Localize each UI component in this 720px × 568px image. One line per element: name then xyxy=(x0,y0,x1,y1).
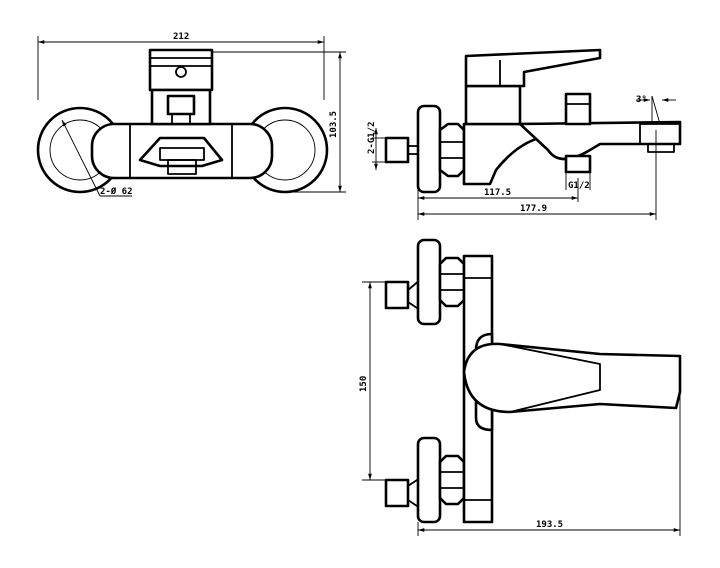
bottom-outlet xyxy=(564,154,592,174)
lever-housing xyxy=(148,48,214,92)
dim-spout-offset: 117.5 xyxy=(484,188,511,198)
side-flange xyxy=(416,104,442,194)
side-lever-post xyxy=(464,84,522,126)
lever-screw xyxy=(175,66,187,78)
inlet-connector xyxy=(384,136,410,164)
top-hex-nut-lower xyxy=(438,454,466,506)
top-inlet-lower xyxy=(384,478,410,508)
dim-centre-distance: 150 xyxy=(359,376,369,392)
top-view: 150 193.5 xyxy=(359,238,682,536)
top-inlet-upper xyxy=(384,280,410,310)
spout-outlet xyxy=(647,143,675,153)
diverter-knob-side xyxy=(564,92,592,126)
side-lever xyxy=(464,48,602,88)
side-view: 117.5 177.9 G1/2 2-G1/2 3° xyxy=(367,48,682,220)
dim-inlet-thread: 2-G1/2 xyxy=(367,121,377,154)
dim-overall-width: 212 xyxy=(173,32,189,42)
dim-tilt-angle: 3° xyxy=(636,95,647,105)
top-hex-nut-upper xyxy=(438,256,466,308)
dim-outlet-thread: G1/2 xyxy=(568,181,590,191)
dim-flange-diameter: 2-Ø 62 xyxy=(100,186,133,197)
dim-height: 103.5 xyxy=(329,111,339,138)
top-flange-lower xyxy=(416,436,442,524)
top-lever xyxy=(462,342,682,414)
top-flange-upper xyxy=(416,238,442,326)
dim-total-projection: 193.5 xyxy=(536,520,563,530)
side-hex-nut xyxy=(438,122,466,178)
diverter-knob xyxy=(166,94,196,116)
dim-overall-depth: 177.9 xyxy=(520,204,547,214)
front-view: 212 103.5 2-Ø 62 xyxy=(36,32,346,197)
